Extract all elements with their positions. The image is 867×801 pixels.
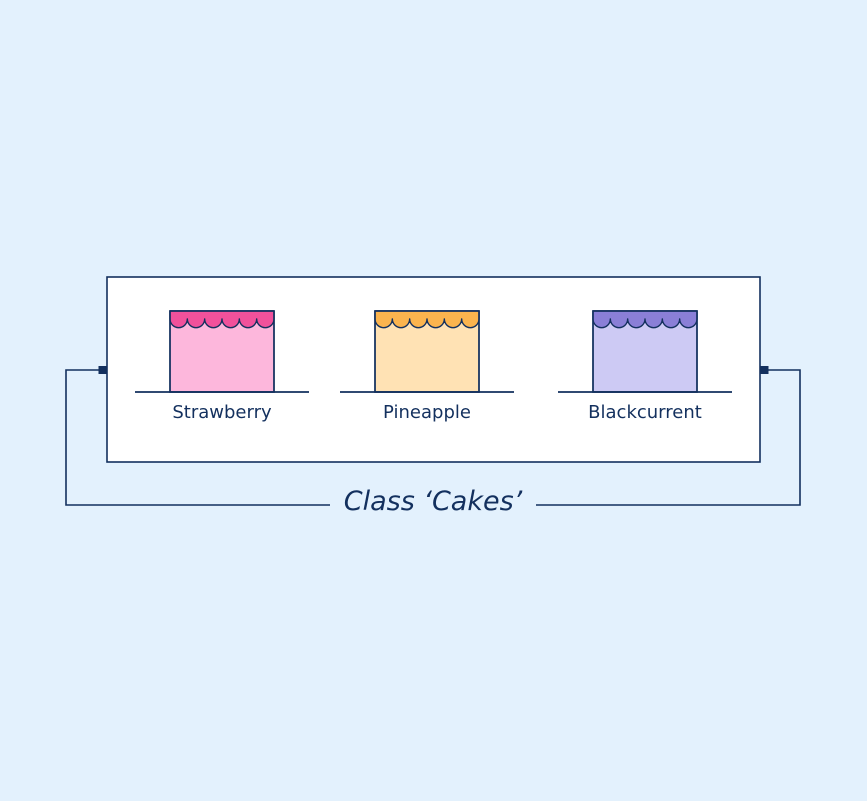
cake-label-blackcurrent: Blackcurrent [588,402,702,423]
cake-label-pineapple: Pineapple [383,402,471,423]
cake-body [374,310,480,393]
cake-frosting [169,310,275,329]
cake-icon-strawberry [135,310,309,393]
class-title: Class ‘Cakes’ [343,486,523,517]
cake-frosting [374,310,480,329]
left-bracket-line [65,369,330,506]
left-connector-node [98,366,107,374]
right-bracket-line [536,369,801,506]
cake-icon-blackcurrent [558,310,732,393]
cakes-group [135,310,732,393]
cake-frosting [592,310,698,329]
right-connector-node [760,366,769,374]
cake-icon-pineapple [340,310,514,393]
cake-label-strawberry: Strawberry [172,402,272,423]
cake-body [592,310,698,393]
